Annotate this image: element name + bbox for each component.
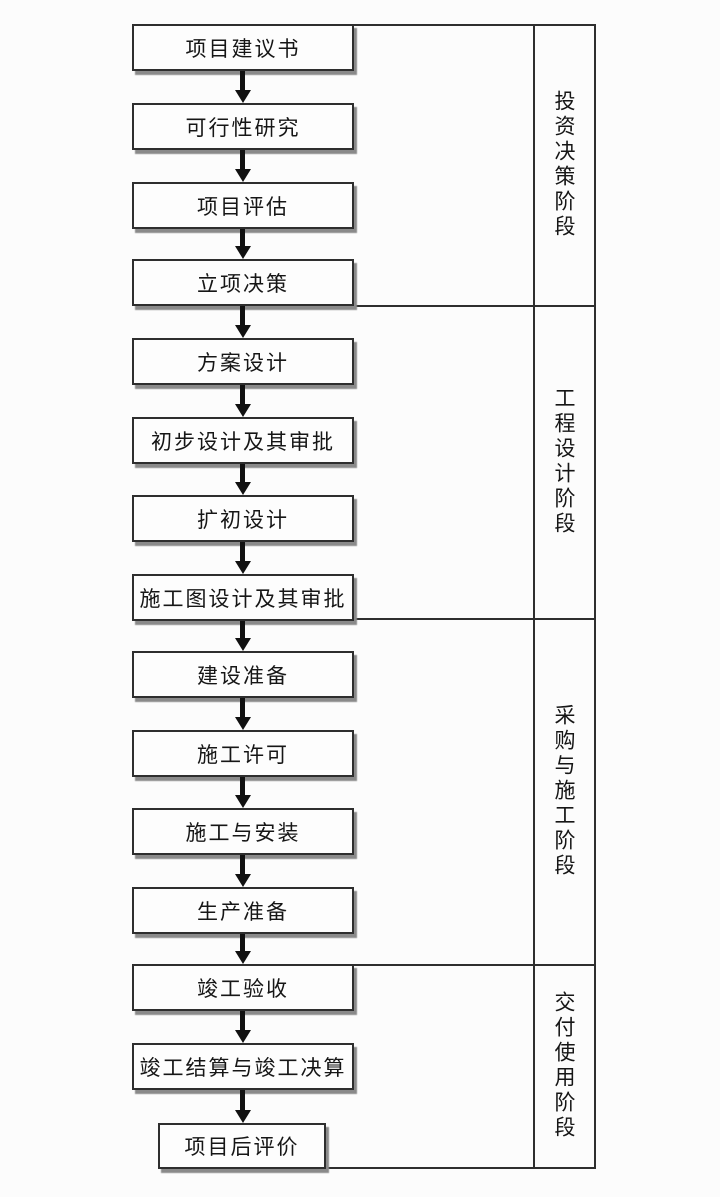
phase-divider-line-2 <box>356 618 596 620</box>
flow-step-label: 施工图设计及其审批 <box>139 586 347 611</box>
flow-arrowhead-icon <box>235 795 251 808</box>
flow-arrow-stem <box>240 855 245 875</box>
flow-step-project-evaluation: 项目评估 <box>132 182 354 229</box>
flow-arrowhead-icon <box>235 1030 251 1043</box>
flow-arrow-stem <box>240 934 245 952</box>
flow-step-preliminary-design-approval: 初步设计及其审批 <box>132 417 354 464</box>
flow-arrow-stem <box>240 1011 245 1031</box>
flow-arrowhead-icon <box>235 325 251 338</box>
flow-step-expanded-preliminary-design: 扩初设计 <box>132 495 354 542</box>
flow-arrow-stem <box>240 542 245 562</box>
flow-arrow-stem <box>240 71 245 91</box>
flow-step-label: 施工与安装 <box>185 820 301 845</box>
flow-arrow-stem <box>240 306 245 326</box>
flow-step-project-proposal: 项目建议书 <box>132 24 354 71</box>
phase-label-handover-use: 交付使用阶段 <box>552 991 576 1141</box>
phase-divider-line-3 <box>354 964 596 966</box>
flow-step-label: 方案设计 <box>197 350 289 375</box>
flow-step-label: 立项决策 <box>197 271 289 296</box>
flow-arrow-stem <box>240 621 245 639</box>
phase-column-left-line <box>533 24 535 1169</box>
flow-step-feasibility-study: 可行性研究 <box>132 103 354 150</box>
flow-arrowhead-icon <box>235 90 251 103</box>
flow-arrowhead-icon <box>235 874 251 887</box>
flow-arrowhead-icon <box>235 1110 251 1123</box>
flow-step-scheme-design: 方案设计 <box>132 338 354 385</box>
flow-step-label: 可行性研究 <box>185 115 301 140</box>
flow-arrow-stem <box>240 464 245 483</box>
flow-arrow-stem <box>240 1090 245 1111</box>
phase-column-right-line <box>594 24 596 1169</box>
flow-arrow-stem <box>240 150 245 170</box>
flow-step-label: 扩初设计 <box>197 507 289 532</box>
flow-arrowhead-icon <box>235 561 251 574</box>
phase-label-investment-decision: 投资决策阶段 <box>552 90 576 240</box>
flow-step-production-preparation: 生产准备 <box>132 887 354 934</box>
flow-step-construction-permit: 施工许可 <box>132 730 354 777</box>
flow-arrow-stem <box>240 229 245 247</box>
flow-step-label: 项目评估 <box>197 194 289 219</box>
flow-arrowhead-icon <box>235 717 251 730</box>
phase-label-engineering-design: 工程设计阶段 <box>552 387 576 537</box>
flow-step-label: 竣工验收 <box>197 976 289 1001</box>
flow-step-construction-drawing-design-approval: 施工图设计及其审批 <box>132 574 354 621</box>
flow-arrow-stem <box>240 698 245 718</box>
flow-arrow-stem <box>240 777 245 796</box>
flow-arrowhead-icon <box>235 404 251 417</box>
flow-step-label: 生产准备 <box>197 899 289 924</box>
flow-arrowhead-icon <box>235 246 251 259</box>
flow-step-post-project-evaluation: 项目后评价 <box>158 1123 326 1169</box>
flow-arrowhead-icon <box>235 951 251 964</box>
phase-divider-line-bottom <box>326 1167 596 1169</box>
flow-step-completion-settlement: 竣工结算与竣工决算 <box>132 1043 354 1090</box>
flow-step-label: 项目建议书 <box>185 36 301 61</box>
phase-divider-line-top <box>354 24 596 26</box>
flow-arrowhead-icon <box>235 482 251 495</box>
flow-step-label: 初步设计及其审批 <box>151 429 335 454</box>
phase-divider-line-1 <box>356 305 596 307</box>
flow-arrowhead-icon <box>235 169 251 182</box>
flow-step-completion-acceptance: 竣工验收 <box>132 964 354 1011</box>
flow-step-label: 建设准备 <box>197 663 289 688</box>
flow-arrow-stem <box>240 385 245 405</box>
flow-arrowhead-icon <box>235 638 251 651</box>
flow-step-label: 竣工结算与竣工决算 <box>139 1055 347 1080</box>
flow-step-approval-decision: 立项决策 <box>132 259 354 306</box>
flow-step-label: 施工许可 <box>197 742 289 767</box>
flow-step-construction-installation: 施工与安装 <box>132 808 354 855</box>
phase-label-procurement-construction: 采购与施工阶段 <box>552 704 576 879</box>
flow-step-construction-preparation: 建设准备 <box>132 651 354 698</box>
flow-step-label: 项目后评价 <box>184 1135 300 1159</box>
